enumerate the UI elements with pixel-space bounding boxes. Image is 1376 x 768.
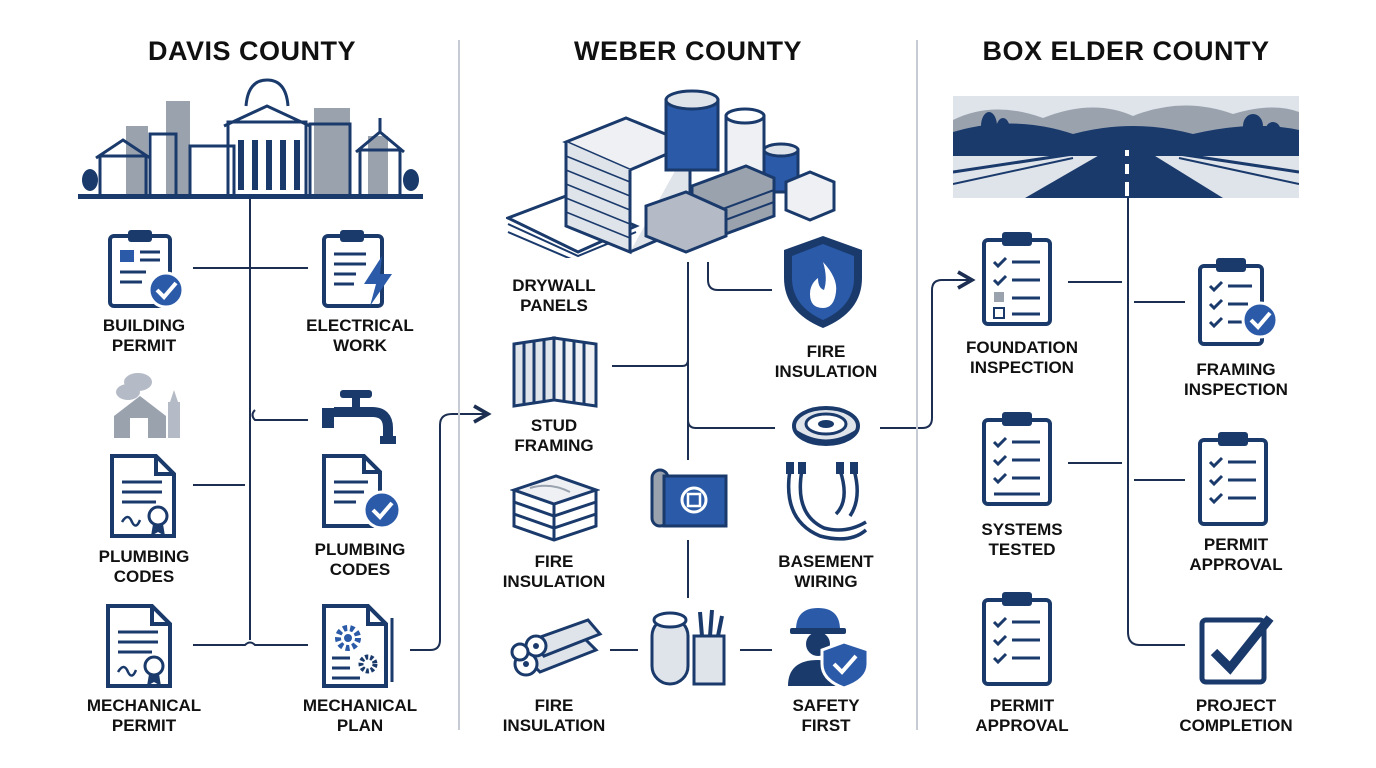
checkbox-tick-icon [1198,610,1276,686]
weber-branch-3 [687,419,775,429]
wiring-cables-icon [780,460,876,546]
checklist-clipboard-icon [980,228,1056,328]
box-elder-county-title: BOX ELDER COUNTY [982,36,1270,66]
weber-branch-1 [707,262,772,291]
certificate-icon [108,452,184,540]
weber-to-boxelder-arrow [880,270,976,429]
column-divider-right [916,40,918,730]
house-smoke-icon [108,372,184,440]
blueprint-roll-icon [650,464,728,530]
document-gears-icon [320,602,402,690]
faucet-icon [322,386,398,446]
building-materials-icon [506,86,838,258]
checklist-clipboard-icon [1196,428,1272,528]
davis-to-weber-arrow [410,404,492,651]
certificate-icon [104,602,180,690]
document-check-icon [320,452,404,534]
davis-county-title: DAVIS COUNTY [147,36,356,66]
city-skyline-icon [78,76,423,200]
wire-coil-icon [790,402,862,452]
boxelder-trunk-line [1127,198,1185,646]
clipboard-check-icon [106,228,186,308]
clipboard-check-icon [1196,256,1282,348]
roll-and-tools-icon [648,608,730,688]
weber-county-title: WEBER COUNTY [574,36,802,66]
clipboard-lightning-icon [320,228,400,308]
insulation-stack-icon [510,472,600,542]
safety-worker-icon [782,602,872,688]
davis-branch-4 [193,641,308,646]
checklist-clipboard-icon [980,588,1056,688]
fire-shield-icon [778,232,868,332]
column-divider-left [458,40,460,730]
checklist-clipboard-icon [980,408,1056,508]
davis-branch-2 [251,409,308,421]
insulation-rolls-icon [510,612,604,678]
stud-framing-icon [510,334,600,410]
highway-landscape-icon [953,96,1299,198]
weber-branch-2 [612,359,689,367]
